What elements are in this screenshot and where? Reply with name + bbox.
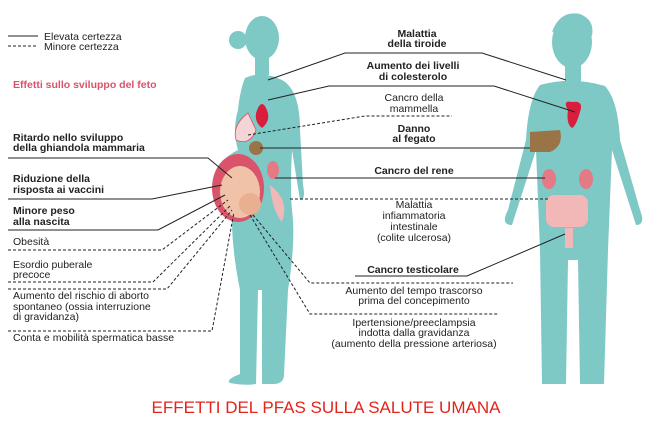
svg-text:indotta dalla gravidanza: indotta dalla gravidanza: [359, 327, 470, 339]
male-liver-icon: [530, 130, 561, 152]
svg-text:della ghiandola mammaria: della ghiandola mammaria: [13, 142, 145, 154]
svg-text:precoce: precoce: [13, 269, 51, 281]
svg-text:mammella: mammella: [390, 103, 439, 115]
svg-text:di colesterolo: di colesterolo: [379, 71, 447, 83]
svg-text:Conta e mobilità spermatica ba: Conta e mobilità spermatica basse: [13, 332, 174, 344]
svg-text:Danno: Danno: [398, 123, 431, 135]
svg-text:Esordio puberale: Esordio puberale: [13, 259, 93, 271]
liver-icon: [249, 141, 263, 155]
legend-solid-label: Elevata certezza: [44, 31, 122, 43]
svg-text:risposta ai vaccini: risposta ai vaccini: [13, 184, 104, 196]
center-label-ibd: Malattiainfiammatoriaintestinale(colite …: [377, 199, 451, 244]
svg-text:prima del concepimento: prima del concepimento: [358, 295, 470, 307]
svg-text:Cancro del rene: Cancro del rene: [374, 165, 454, 177]
svg-text:Cancro testicolare: Cancro testicolare: [367, 264, 459, 276]
svg-text:Ritardo nello sviluppo: Ritardo nello sviluppo: [13, 132, 123, 144]
svg-text:Obesità: Obesità: [13, 236, 49, 248]
svg-text:Aumento del rischio di aborto: Aumento del rischio di aborto: [13, 290, 149, 302]
kidney-icon: [267, 161, 279, 179]
svg-text:intestinale: intestinale: [390, 221, 437, 233]
svg-text:Aumento del tempo trascorso: Aumento del tempo trascorso: [345, 285, 482, 297]
page-title: EFFETTI DEL PFAS SULLA SALUTE UMANA: [152, 398, 502, 417]
svg-text:Aumento dei livelli: Aumento dei livelli: [367, 60, 460, 72]
svg-text:Minore peso: Minore peso: [13, 205, 75, 217]
svg-text:Ipertensione/preeclampsia: Ipertensione/preeclampsia: [352, 317, 475, 329]
intestine-icon: [546, 195, 588, 227]
center-label-kidney: Cancro del rene: [374, 165, 454, 177]
female-figure: [212, 16, 304, 385]
svg-text:della tiroide: della tiroide: [388, 38, 447, 50]
svg-text:al fegato: al fegato: [392, 133, 435, 145]
testicle-icon: [565, 228, 573, 248]
heart-icon: [565, 101, 581, 128]
svg-text:infiammatoria: infiammatoria: [382, 210, 445, 222]
svg-text:(aumento della pressione arter: (aumento della pressione arteriosa): [331, 338, 496, 350]
svg-text:Riduzione della: Riduzione della: [13, 173, 90, 185]
thyroid-heart-icon: [255, 104, 269, 128]
svg-text:(colite ulcerosa): (colite ulcerosa): [377, 232, 451, 244]
fetal-heading: Effetti sullo sviluppo del feto: [13, 79, 157, 91]
svg-text:spontaneo (ossia interruzione: spontaneo (ossia interruzione: [13, 301, 151, 313]
svg-text:alla nascita: alla nascita: [13, 216, 70, 228]
svg-text:Cancro della: Cancro della: [385, 92, 444, 104]
svg-text:di gravidanza): di gravidanza): [13, 311, 79, 323]
svg-text:Malattia: Malattia: [396, 199, 433, 211]
center-label-testicular: Cancro testicolare: [367, 264, 459, 276]
male-figure: [504, 13, 643, 384]
left-label-3: Obesità: [13, 236, 49, 248]
legend-dashed-label: Minore certezza: [44, 41, 119, 53]
left-label-6: Conta e mobilità spermatica basse: [13, 332, 174, 344]
svg-text:Malattia: Malattia: [397, 28, 436, 40]
